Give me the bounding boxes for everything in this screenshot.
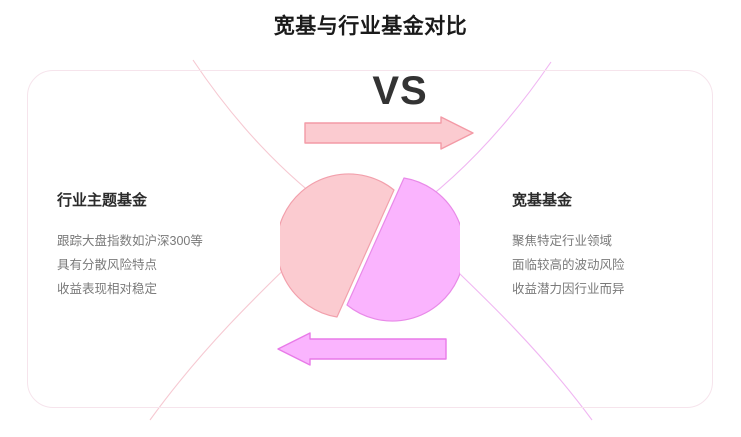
left-column-line-2: 具有分散风险特点 xyxy=(57,258,158,272)
right-column-heading: 宽基基金 xyxy=(512,192,573,209)
page-title: 宽基与行业基金对比 xyxy=(273,15,468,38)
arrow-left-icon xyxy=(277,332,447,366)
split-circle-diagram xyxy=(280,173,460,322)
right-column-line-2: 面临较高的波动风险 xyxy=(512,258,625,272)
left-column: 行业主题基金 跟踪大盘指数如沪深300等 具有分散风险特点 收益表现相对稳定 xyxy=(57,190,272,301)
right-column-line-1: 聚焦特定行业领域 xyxy=(512,234,613,248)
versus-label: VS xyxy=(372,69,428,113)
content-frame xyxy=(27,70,713,408)
left-column-line-3: 收益表现相对稳定 xyxy=(57,282,158,296)
right-column: 宽基基金 聚焦特定行业领域 面临较高的波动风险 收益潜力因行业而异 xyxy=(512,190,727,301)
left-column-line-1: 跟踪大盘指数如沪深300等 xyxy=(57,234,203,248)
right-column-line-3: 收益潜力因行业而异 xyxy=(512,282,625,296)
arrow-right-icon xyxy=(304,116,474,150)
left-column-heading: 行业主题基金 xyxy=(57,192,148,209)
